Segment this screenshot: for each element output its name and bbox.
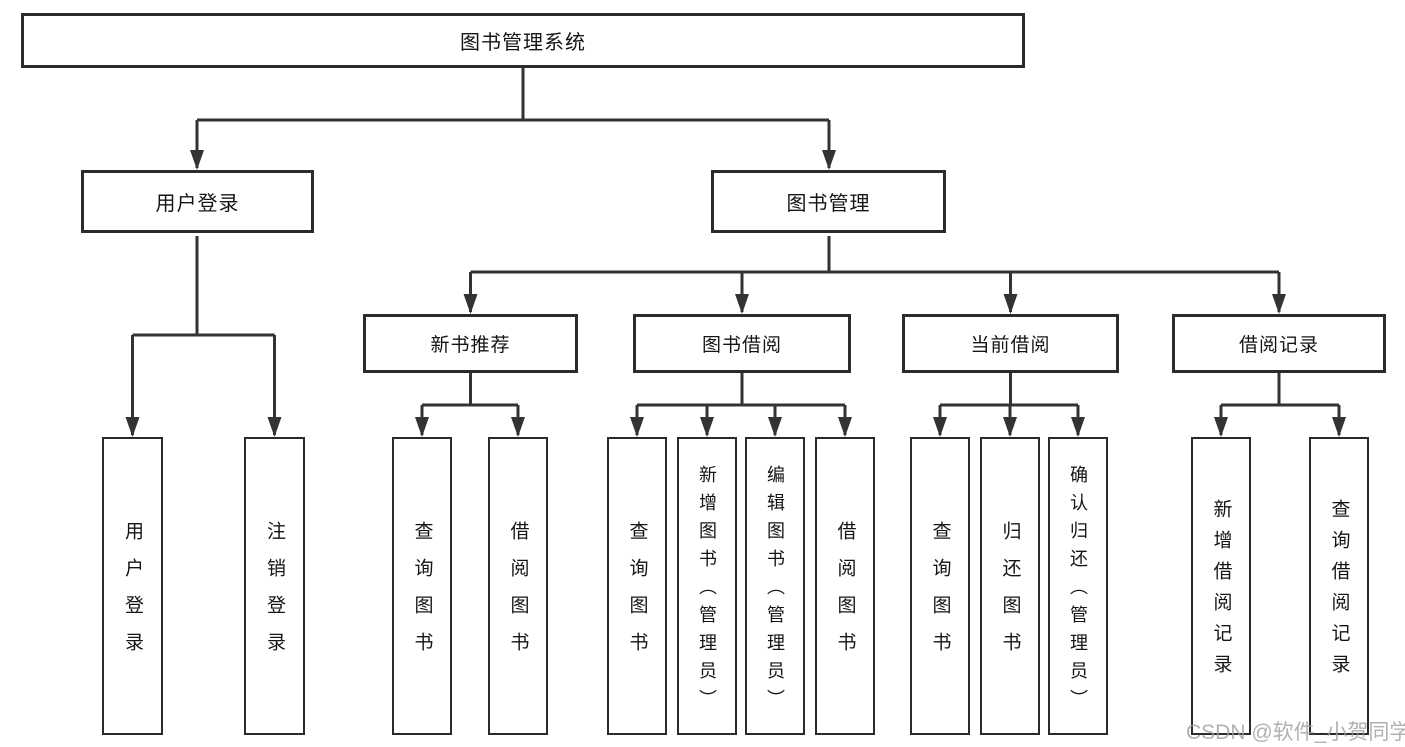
leaf-logout: 注销登录 — [244, 437, 305, 735]
leaf-borrow-books-newrec-label: 借阅图书 — [507, 521, 529, 669]
leaf-add-book-admin-label: 新增图书（管理员） — [697, 465, 717, 717]
leaf-query-books-newrec: 查询图书 — [392, 437, 452, 735]
node-borrow-records-label: 借阅记录 — [1238, 335, 1319, 356]
leaf-edit-book-admin-label: 编辑图书（管理员） — [765, 465, 785, 717]
arrowheads — [125, 150, 1346, 437]
node-current-borrow-label: 当前借阅 — [970, 335, 1051, 356]
leaf-borrow-books-newrec: 借阅图书 — [488, 437, 548, 735]
node-borrow-records: 借阅记录 — [1172, 314, 1386, 373]
leaf-borrow-books-borrow-label: 借阅图书 — [834, 521, 856, 669]
leaf-logout-label: 注销登录 — [264, 521, 285, 669]
csdn-watermark: CSDN @软件_小贺同学 — [1186, 721, 1405, 744]
leaf-query-borrow-record: 查询借阅记录 — [1309, 437, 1369, 735]
leaf-edit-book-admin: 编辑图书（管理员） — [745, 437, 805, 735]
leaf-add-borrow-record: 新增借阅记录 — [1191, 437, 1251, 735]
node-root-system: 图书管理系统 — [21, 13, 1025, 68]
node-book-borrow: 图书借阅 — [633, 314, 851, 373]
leaf-user-login: 用户登录 — [102, 437, 163, 735]
node-root-label: 图书管理系统 — [460, 32, 586, 54]
leaf-confirm-return-admin: 确认归还（管理员） — [1048, 437, 1108, 735]
connector-paths — [131, 68, 1341, 435]
leaf-query-books-current-label: 查询图书 — [929, 521, 951, 669]
leaf-add-borrow-record-label: 新增借阅记录 — [1210, 499, 1232, 685]
leaf-return-books-label: 归还图书 — [999, 521, 1021, 669]
node-user-login: 用户登录 — [81, 170, 314, 233]
leaf-query-books-borrow: 查询图书 — [607, 437, 667, 735]
leaf-query-books-borrow-label: 查询图书 — [626, 521, 648, 669]
leaf-query-books-current: 查询图书 — [910, 437, 970, 735]
leaf-confirm-return-admin-label: 确认归还（管理员） — [1068, 465, 1088, 717]
node-new-book-recommend: 新书推荐 — [363, 314, 578, 373]
leaf-return-books: 归还图书 — [980, 437, 1040, 735]
node-book-borrow-label: 图书借阅 — [701, 335, 782, 356]
node-user-login-label: 用户登录 — [155, 193, 240, 215]
leaf-query-books-newrec-label: 查询图书 — [411, 521, 433, 669]
node-book-management-label: 图书管理 — [786, 193, 871, 215]
node-new-book-recommend-label: 新书推荐 — [430, 335, 511, 356]
leaf-user-login-label: 用户登录 — [122, 521, 143, 669]
leaf-query-borrow-record-label: 查询借阅记录 — [1328, 499, 1350, 685]
node-current-borrow: 当前借阅 — [902, 314, 1119, 373]
leaf-add-book-admin: 新增图书（管理员） — [677, 437, 737, 735]
leaf-borrow-books-borrow: 借阅图书 — [815, 437, 875, 735]
node-book-management: 图书管理 — [711, 170, 946, 233]
